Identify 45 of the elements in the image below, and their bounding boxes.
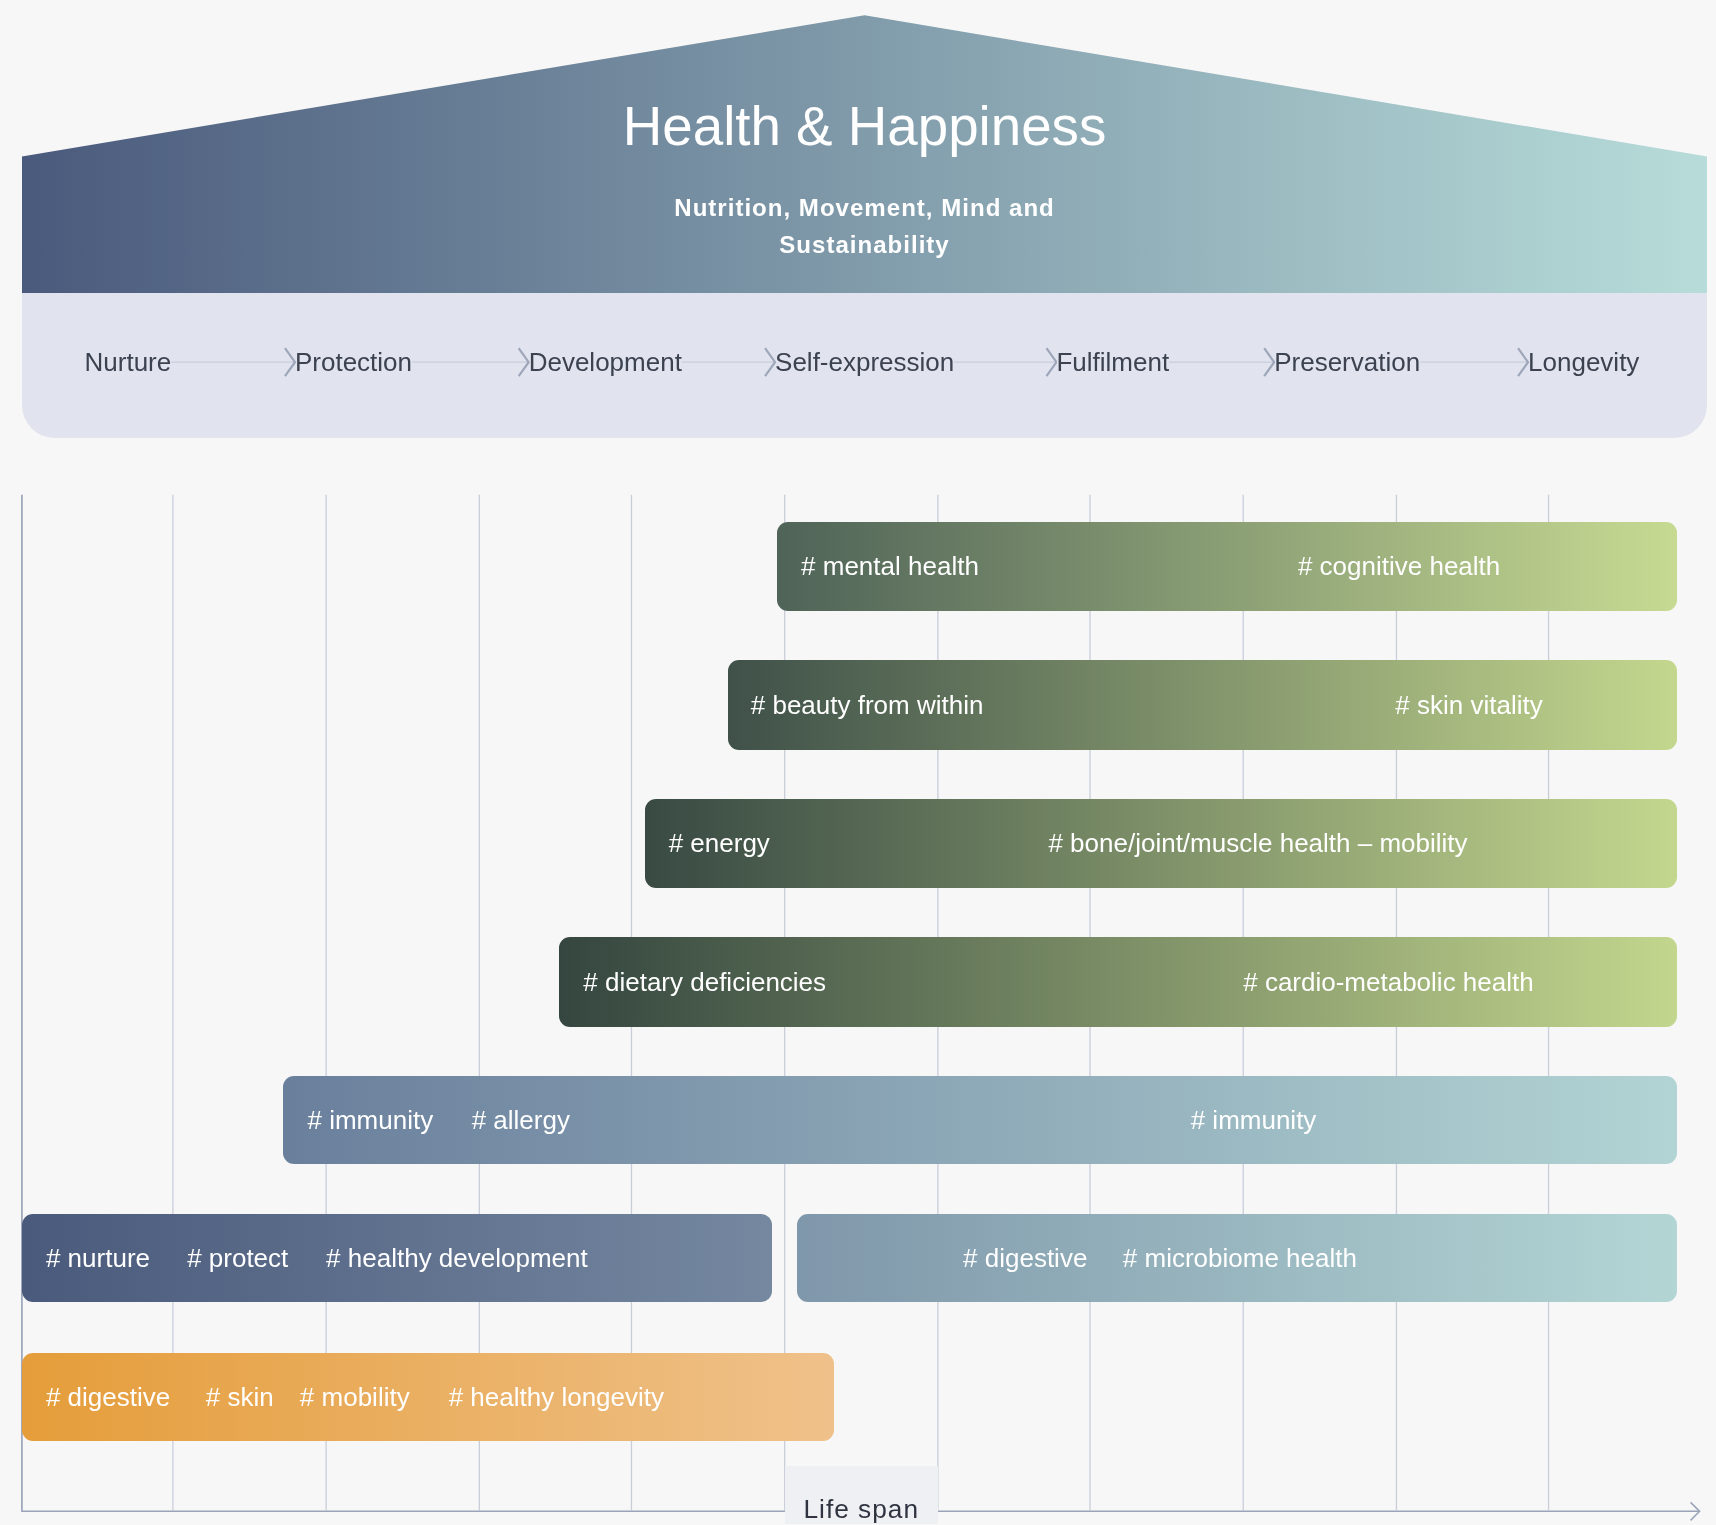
topic-tag: # immunity <box>307 1105 434 1136</box>
stage-label: Development <box>528 345 682 380</box>
topic-tag: # bone/joint/muscle health – mobility <box>1048 828 1468 859</box>
topic-tag: # energy <box>668 828 770 859</box>
chevron-arrow <box>1168 347 1276 378</box>
topic-tag: # skin <box>205 1381 274 1412</box>
stage-label: Longevity <box>1528 345 1640 380</box>
topic-tag: # immunity <box>1190 1105 1317 1136</box>
stage-band <box>21 293 1708 438</box>
topic-bar <box>777 522 1677 611</box>
topic-tag: # beauty from within <box>750 689 984 720</box>
topic-tag: # digestive <box>963 1243 1088 1273</box>
topic-bar <box>727 659 1677 750</box>
chevron-arrow <box>1419 347 1530 378</box>
topic-tag: # digestive <box>45 1381 171 1412</box>
topic-bar <box>283 1075 1677 1165</box>
topic-bar <box>644 798 1677 888</box>
chevron-arrow <box>953 347 1058 378</box>
stage-label: Protection <box>294 345 413 380</box>
topic-tag: # microbiome health <box>1122 1243 1357 1273</box>
topic-tag: # dietary deficiencies <box>583 966 827 997</box>
stage-label: Nurture <box>84 345 172 380</box>
topic-bar <box>559 936 1677 1027</box>
chevron-arrow <box>170 347 297 378</box>
topic-tag: # mental health <box>801 551 979 582</box>
topic-tag: # protect <box>187 1243 289 1273</box>
topic-tag: # cognitive health <box>1297 551 1501 582</box>
axis-label: Life span <box>784 1466 938 1525</box>
topic-tag: # healthy longevity <box>448 1381 665 1412</box>
chevron-arrow <box>411 347 530 378</box>
topic-tag: # allergy <box>471 1105 570 1136</box>
stage-label: Fulfilment <box>1056 345 1170 380</box>
banner-subtitle: Nutrition, Movement, Mind and Sustainability <box>673 193 1056 260</box>
stage-label: Preservation <box>1274 345 1421 380</box>
topic-bar <box>796 1213 1677 1303</box>
topic-bar <box>21 1352 834 1442</box>
topic-tag: # mobility <box>299 1381 410 1412</box>
topic-bar <box>21 1213 772 1303</box>
topic-tag: # nurture <box>45 1243 150 1273</box>
topic-tag: # skin vitality <box>1395 689 1543 720</box>
topic-tag: # cardio-metabolic health <box>1243 966 1534 997</box>
topic-tag: # healthy development <box>326 1243 588 1273</box>
stage-label: Self-expression <box>775 345 955 380</box>
chevron-arrow <box>681 347 777 378</box>
banner-title: Health & Happiness <box>621 94 1108 160</box>
